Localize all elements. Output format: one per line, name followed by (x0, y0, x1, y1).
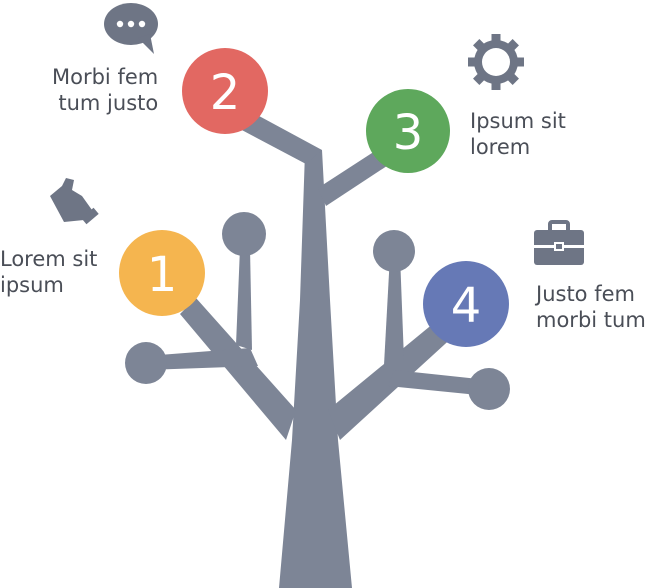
node-2: 2 (182, 48, 268, 134)
gear-icon (468, 34, 524, 90)
twig-end-left-up (222, 212, 266, 256)
node-3: 3 (366, 89, 450, 173)
twig-right-down (388, 370, 488, 396)
node-4: 4 (423, 261, 509, 347)
node-1-label-line2: ipsum (0, 273, 64, 297)
twig-left-up (236, 248, 252, 350)
twig-end-left-down (125, 342, 167, 384)
node-3-circle (366, 89, 450, 173)
twig-right-up (384, 255, 404, 365)
tree-trunk (279, 150, 352, 588)
node-3-label-line1: Ipsum sit (470, 109, 566, 133)
node-1-circle (119, 230, 205, 316)
node-4-label-line2: morbi tum (536, 308, 646, 332)
thumbs-up-icon (50, 178, 99, 225)
tree (125, 110, 510, 588)
node-2-label-line2: tum justo (58, 91, 159, 115)
node-3-number: 3 (393, 105, 424, 161)
node-3-label-line2: lorem (470, 135, 531, 159)
node-4-label: Justo fem morbi tum (536, 281, 646, 333)
node-3-label: Ipsum sit lorem (470, 108, 566, 160)
node-2-number: 2 (210, 65, 241, 121)
node-1-label: Lorem sit ipsum (0, 246, 97, 298)
node-1-label-line1: Lorem sit (0, 247, 98, 271)
node-4-number: 4 (451, 278, 482, 334)
node-4-label-line1: Justo fem (536, 282, 635, 306)
twig-end-right-up (373, 230, 415, 272)
briefcase-icon (534, 220, 584, 265)
node-2-label-line1: Morbi fem (52, 65, 159, 89)
branch-node-2 (238, 110, 322, 164)
node-1-number: 1 (147, 247, 178, 303)
speech-bubble-icon (104, 3, 158, 54)
twig-end-right-down (468, 368, 510, 410)
node-2-circle (182, 48, 268, 134)
branch-left-main (180, 298, 296, 440)
node-4-circle (423, 261, 509, 347)
node-1: 1 (119, 230, 205, 316)
twig-left-down (146, 348, 258, 370)
node-2-label: Morbi fem tum justo (52, 64, 158, 116)
